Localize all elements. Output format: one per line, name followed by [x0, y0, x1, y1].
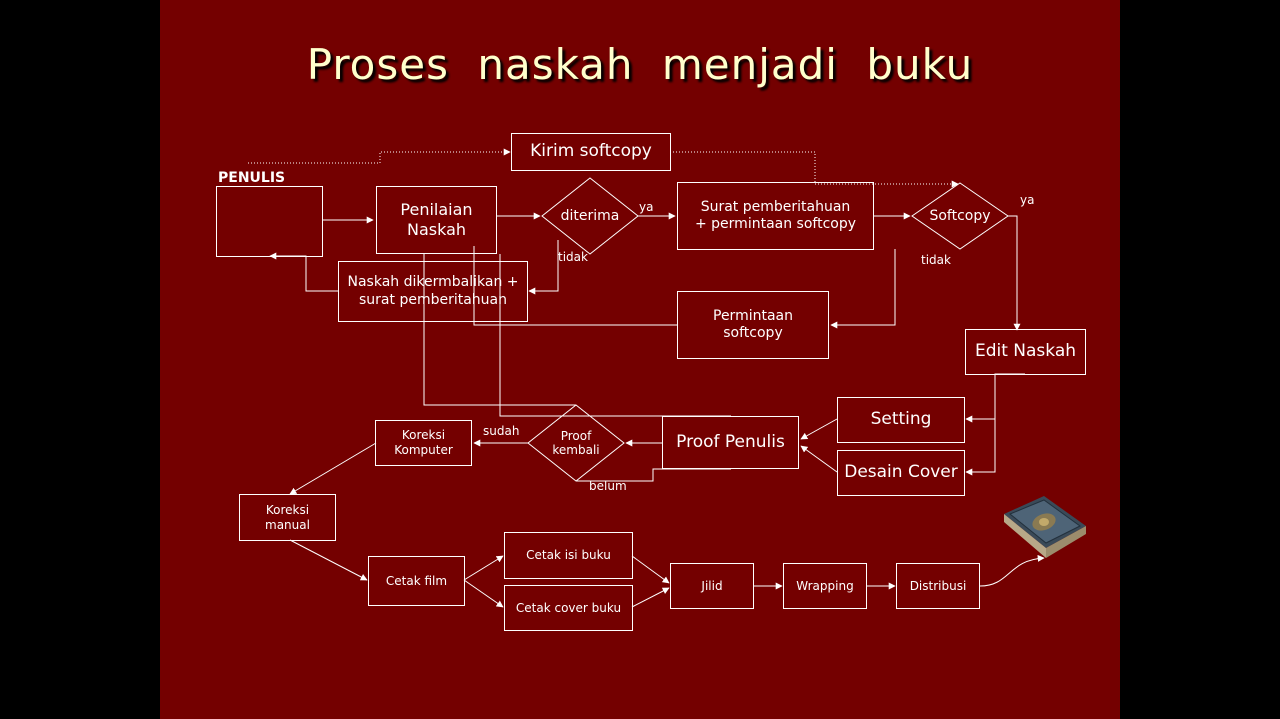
slide-background — [160, 0, 1120, 719]
edge-label-softcopy-tidak: tidak — [921, 253, 951, 267]
edge-label-proof-sudah: sudah — [483, 424, 520, 438]
wrapping-box: Wrapping — [783, 563, 867, 609]
penulis-label: PENULIS — [218, 170, 286, 186]
book-icon — [1004, 496, 1086, 558]
slide-title: Proses naskah menjadi buku — [306, 40, 974, 89]
kirim-softcopy-box: Kirim softcopy — [511, 133, 671, 171]
proof-penulis-box: Proof Penulis — [662, 416, 799, 469]
softcopy-diamond — [911, 182, 1009, 250]
permintaan-softcopy-box: Permintaan softcopy — [677, 291, 829, 359]
cetak-cover-buku-box: Cetak cover buku — [504, 585, 633, 631]
edge-label-diterima-tidak: tidak — [558, 250, 588, 264]
koreksi-manual-box: Koreksi manual — [239, 494, 336, 541]
edge-label-proof-belum: belum — [589, 479, 627, 493]
cetak-isi-buku-box: Cetak isi buku — [504, 532, 633, 579]
diterima-diamond — [541, 177, 639, 255]
edge-label-diterima-ya: ya — [639, 200, 654, 214]
surat-pemberitahuan-box: Surat pemberitahuan + permintaan softcop… — [677, 182, 874, 250]
edge-label-softcopy-ya: ya — [1020, 193, 1035, 207]
proof-kembali-label: Proof kembali — [552, 428, 600, 457]
koreksi-komputer-box: Koreksi Komputer — [375, 420, 472, 466]
edit-naskah-box: Edit Naskah — [965, 329, 1086, 375]
diterima-label: diterima — [560, 207, 620, 224]
softcopy-label: Softcopy — [929, 207, 991, 224]
naskah-dikembalikan-box: Naskah dikermbalikan + surat pemberitahu… — [338, 261, 528, 322]
distribusi-box: Distribusi — [896, 563, 980, 609]
penilaian-naskah-box: Penilaian Naskah — [376, 186, 497, 254]
desain-cover-box: Desain Cover — [837, 450, 965, 496]
jilid-box: Jilid — [670, 563, 754, 609]
setting-box: Setting — [837, 397, 965, 443]
cetak-film-box: Cetak film — [368, 556, 465, 606]
penulis-box — [216, 186, 323, 257]
